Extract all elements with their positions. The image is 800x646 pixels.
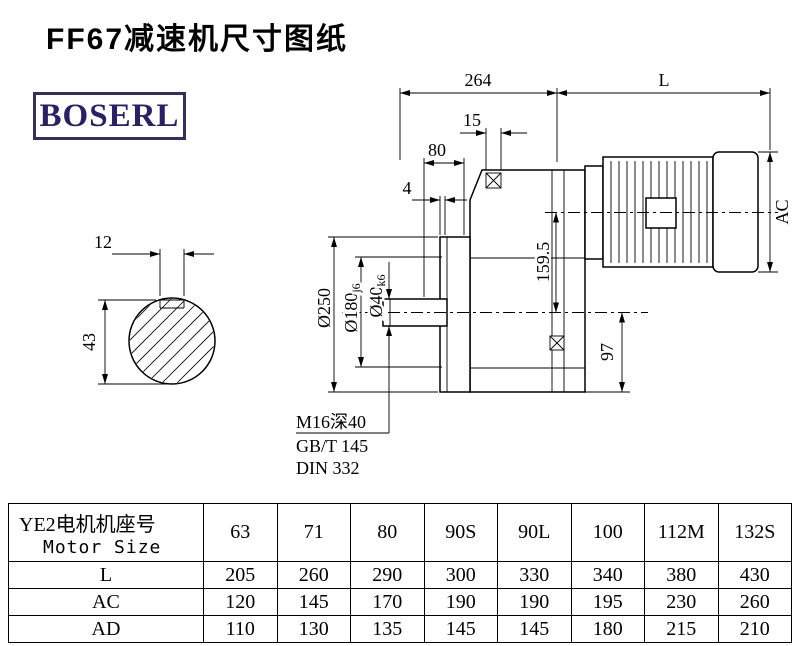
dim-key-height: 43 bbox=[79, 299, 170, 385]
dim-top-length-label: 264 bbox=[465, 70, 492, 90]
cell-AD-63: 110 bbox=[203, 615, 278, 643]
column-header-63: 63 bbox=[203, 503, 278, 562]
standard-note-din: DIN 332 bbox=[296, 458, 360, 478]
motor-size-header-en: Motor Size bbox=[43, 536, 162, 558]
motor-nameplate bbox=[645, 197, 677, 229]
dim-flange-gap-label: 4 bbox=[403, 178, 412, 198]
row-label-L: L bbox=[8, 561, 204, 589]
cell-L-71: 260 bbox=[276, 561, 351, 589]
cell-AD-132s: 210 bbox=[717, 615, 792, 643]
tapped-hole-note: M16深40 bbox=[296, 412, 366, 432]
cell-AC-63: 120 bbox=[203, 588, 278, 616]
brand-text: BOSERL bbox=[39, 97, 180, 134]
column-header-90s: 90S bbox=[423, 503, 498, 562]
cell-AD-100: 180 bbox=[570, 615, 645, 643]
cell-L-90s: 300 bbox=[423, 561, 498, 589]
cell-AC-90l: 190 bbox=[497, 588, 572, 616]
shaft-diameter-value: Ø40 bbox=[366, 287, 386, 318]
cell-AC-71: 145 bbox=[276, 588, 351, 616]
dimensions: 264 L 15 80 4 AC 159.5 97 bbox=[296, 70, 792, 478]
column-header-100: 100 bbox=[570, 503, 645, 562]
dim-key-width-label: 12 bbox=[94, 232, 112, 252]
dim-plug-width-label: 15 bbox=[463, 110, 481, 130]
dim-motor-diameter-label: AC bbox=[772, 199, 792, 224]
cell-AC-100: 195 bbox=[570, 588, 645, 616]
dim-key-width: 12 bbox=[94, 232, 214, 296]
fan-cowl bbox=[712, 151, 759, 273]
shaft-section-view: 12 43 bbox=[79, 232, 216, 385]
page-title: FF67减速机尺寸图纸 bbox=[46, 23, 349, 56]
standard-note-gbt: GB/T 145 bbox=[296, 436, 368, 456]
column-header-112m: 112M bbox=[644, 503, 719, 562]
column-header-80: 80 bbox=[350, 503, 425, 562]
dim-axis-height-label: 159.5 bbox=[533, 242, 553, 283]
motor-fins bbox=[610, 161, 708, 263]
cell-AD-90s: 145 bbox=[423, 615, 498, 643]
shaft-circle bbox=[128, 297, 216, 385]
cell-L-90l: 330 bbox=[497, 561, 572, 589]
gearbox-side-view bbox=[382, 151, 759, 393]
motor-size-header: YE2电机机座号 Motor Size bbox=[8, 503, 204, 562]
cell-AD-71: 130 bbox=[276, 615, 351, 643]
cell-L-132s: 430 bbox=[717, 561, 792, 589]
cell-AD-80: 135 bbox=[350, 615, 425, 643]
table-row-AC: AC 120 145 170 190 190 195 230 260 bbox=[8, 588, 792, 616]
cell-AD-112m: 215 bbox=[644, 615, 719, 643]
cell-AC-112m: 230 bbox=[644, 588, 719, 616]
table-row-L: L 205 260 290 300 330 340 380 430 bbox=[8, 561, 792, 589]
shaft-fit: k6 bbox=[374, 275, 388, 287]
cell-AC-90s: 190 bbox=[423, 588, 498, 616]
cell-AD-90l: 145 bbox=[497, 615, 572, 643]
column-header-71: 71 bbox=[276, 503, 351, 562]
spigot-fit: j6 bbox=[349, 283, 363, 293]
dim-shaft-diameter-label: Ø40k6 bbox=[366, 275, 388, 318]
brand-logo: BOSERL bbox=[33, 92, 186, 140]
dim-shaft-length-label: 80 bbox=[428, 140, 446, 160]
cell-AC-80: 170 bbox=[350, 588, 425, 616]
motor-size-table: YE2电机机座号 Motor Size 63 71 80 90S 90L 100… bbox=[8, 503, 792, 643]
spigot-diameter-value: Ø180 bbox=[341, 293, 361, 333]
cell-L-80: 290 bbox=[350, 561, 425, 589]
cell-L-112m: 380 bbox=[644, 561, 719, 589]
cell-AC-132s: 260 bbox=[717, 588, 792, 616]
dim-motor-length-label: L bbox=[659, 70, 670, 90]
dim-spigot-diameter-label: Ø180j6 bbox=[341, 283, 363, 332]
keyway bbox=[159, 299, 185, 309]
dim-flange-diameter-label: Ø250 bbox=[314, 288, 334, 328]
motor-size-header-cn: YE2电机机座号 bbox=[19, 513, 156, 536]
dim-key-height-label: 43 bbox=[79, 333, 99, 351]
housing-outline bbox=[469, 169, 586, 393]
cell-L-100: 340 bbox=[570, 561, 645, 589]
column-header-132s: 132S bbox=[717, 503, 792, 562]
row-label-AD: AD bbox=[8, 615, 204, 643]
table-row-AD: AD 110 130 135 145 145 180 215 210 bbox=[8, 615, 792, 643]
column-header-90l: 90L bbox=[497, 503, 572, 562]
cell-L-63: 205 bbox=[203, 561, 278, 589]
inspection-plugs bbox=[485, 172, 565, 351]
row-label-AC: AC bbox=[8, 588, 204, 616]
dim-foot-height-label: 97 bbox=[597, 343, 617, 361]
table-header-row: YE2电机机座号 Motor Size 63 71 80 90S 90L 100… bbox=[8, 503, 792, 562]
